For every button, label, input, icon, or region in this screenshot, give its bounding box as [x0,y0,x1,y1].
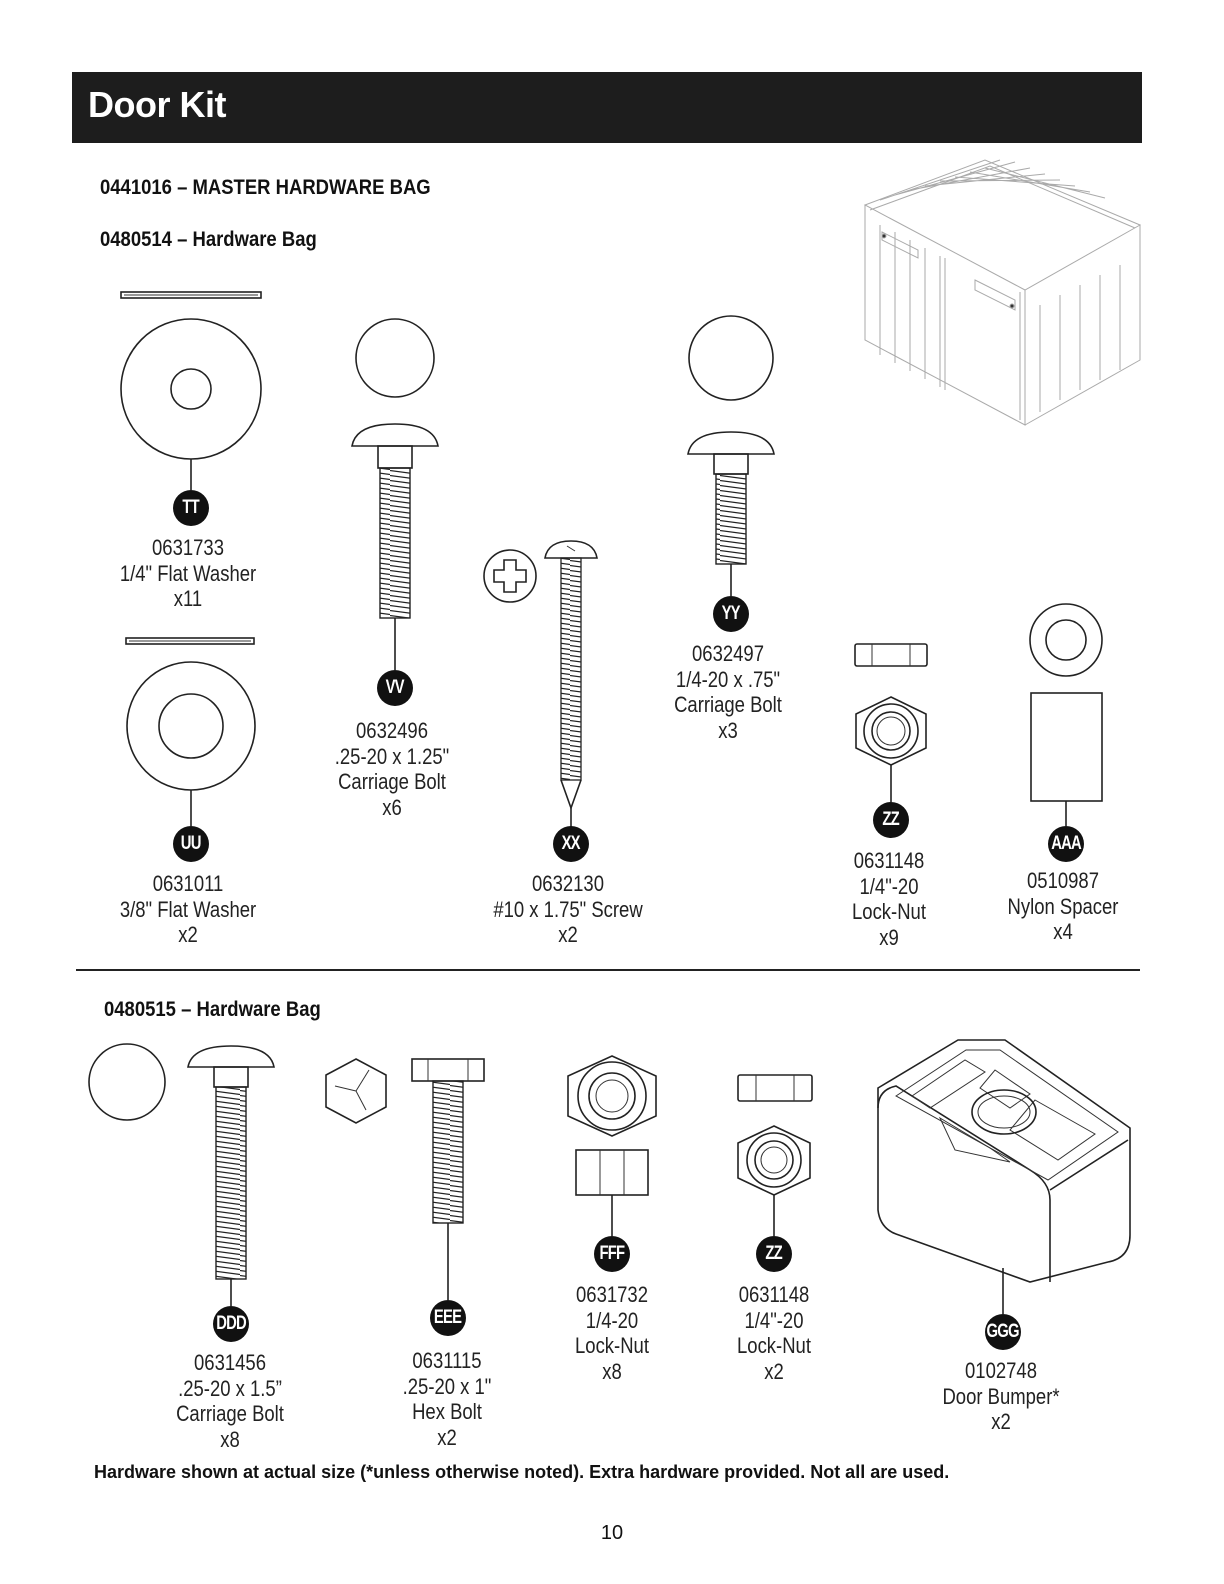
page-number: 10 [600,1522,624,1544]
label-uu: UU [173,826,209,862]
xx-screw-drawing [483,540,598,828]
eee-hex-bolt-drawing [325,1058,485,1300]
bag-0480515-title: 0480515 – Hardware Bag [104,998,321,1021]
label-tt: TT [173,490,209,526]
zz2-lock-nut-drawing [737,1074,813,1236]
label-zz-2: ZZ [756,1236,792,1272]
bag-0480514-title: 0480514 – Hardware Bag [100,228,317,251]
label-yy: YY [713,596,749,632]
label-fff: FFF [594,1236,630,1272]
tt-flat-washer-drawing [120,291,262,490]
ddd-carriage-bolt-drawing [88,1043,275,1306]
label-vv: VV [377,670,413,706]
label-xx: XX [553,826,589,862]
section-divider [76,969,1140,971]
master-bag-title: 0441016 – MASTER HARDWARE BAG [100,176,431,199]
label-aaa: AAA [1048,826,1084,862]
ggg-door-bumper-drawing [877,1039,1131,1314]
shed-illustration [863,159,1142,426]
aaa-nylon-spacer-drawing [1029,603,1103,826]
zz-lock-nut-drawing [854,643,928,802]
label-zz: ZZ [873,802,909,838]
vv-carriage-bolt-drawing [351,318,439,670]
label-ggg: GGG [985,1314,1021,1350]
uu-flat-washer-drawing [125,637,256,826]
label-ddd: DDD [213,1306,249,1342]
yy-carriage-bolt-drawing [687,315,775,596]
page-title: Door Kit [88,84,226,125]
footnote: Hardware shown at actual size (*unless o… [94,1462,950,1482]
title-banner: Door Kit [72,72,1142,143]
fff-lock-nut-drawing [567,1055,657,1236]
label-eee: EEE [430,1300,466,1336]
